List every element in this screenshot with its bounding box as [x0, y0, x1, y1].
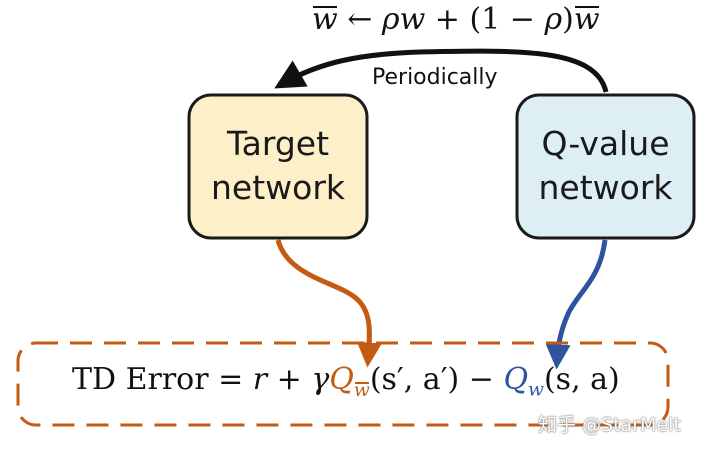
- target-weights-symbol-rhs: w: [573, 2, 600, 37]
- td-plus: +: [267, 362, 312, 397]
- plus-sign: +: [434, 2, 460, 37]
- target-update-formula: w ← ρw + (1 − ρ)w: [312, 2, 600, 37]
- online-weights-symbol: w: [399, 2, 426, 37]
- gamma-symbol: γ: [311, 362, 330, 397]
- q-value-network-box: [515, 93, 696, 240]
- periodic-update-arrow: [274, 48, 609, 93]
- td-error-dashed-box: [16, 341, 670, 427]
- td-error-formula: TD Error = r + γQw(s′, a′) − Qw(s, a): [72, 362, 620, 401]
- td-error-lead: TD Error =: [72, 362, 253, 397]
- periodically-label: Periodically: [372, 65, 498, 90]
- assign-arrow: ←: [347, 2, 373, 37]
- online-q-term: Qw: [503, 362, 544, 401]
- rho-symbol: ρ: [381, 2, 400, 37]
- reward-symbol: r: [252, 362, 268, 397]
- one-minus-rho-open: (1 −: [469, 2, 545, 37]
- zhihu-watermark: 知乎 @StarMelt: [538, 414, 681, 436]
- target-q-args: (s′, a′): [369, 362, 460, 397]
- target-weights-symbol: w: [312, 2, 338, 37]
- target-to-td-arrow: [275, 239, 382, 368]
- online-q-args: (s, a): [543, 362, 620, 397]
- paren-close: ): [562, 2, 574, 37]
- qvalue-to-td-arrow: [545, 239, 608, 370]
- rho-symbol-2: ρ: [544, 2, 563, 37]
- td-minus: −: [459, 362, 504, 397]
- target-network-box: [187, 93, 369, 240]
- target-q-term: Qw: [329, 362, 370, 401]
